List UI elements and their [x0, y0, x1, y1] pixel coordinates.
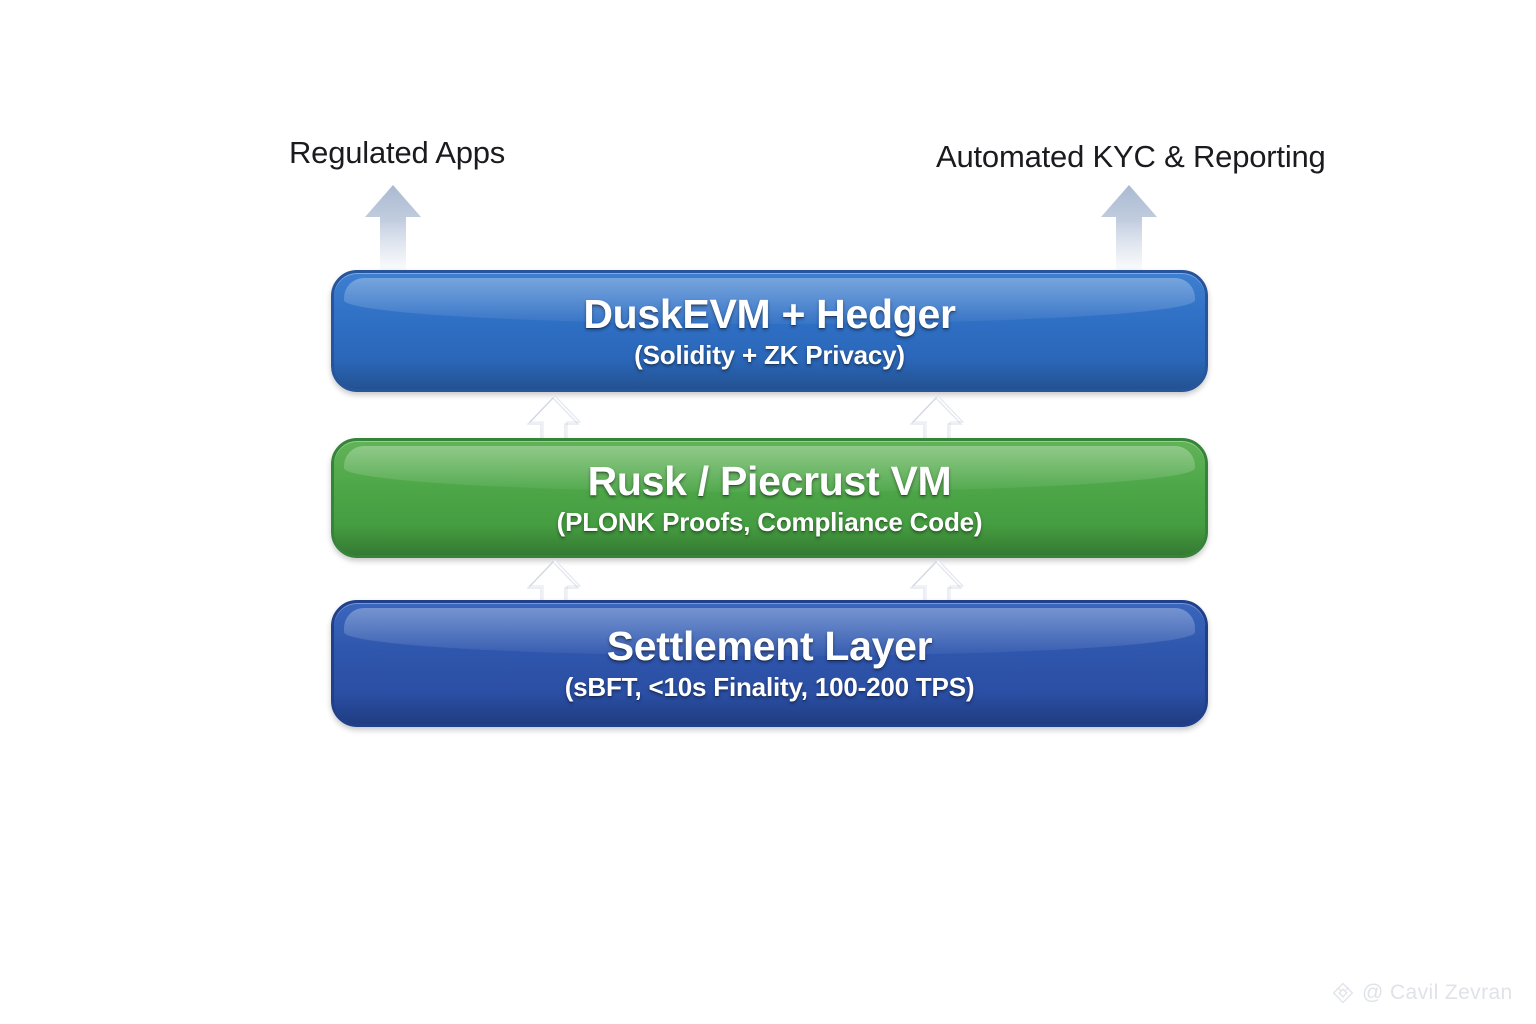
up-arrow-faded-icon-automated-kyc	[1100, 184, 1158, 280]
watermark: @ Cavil Zevran	[1331, 981, 1513, 1005]
layer-title-duskevm: DuskEVM + Hedger	[583, 290, 956, 337]
output-label-regulated-apps: Regulated Apps	[289, 135, 506, 170]
layer-box-rusk[interactable]: Rusk / Piecrust VM (PLONK Proofs, Compli…	[331, 438, 1208, 558]
output-label-automated-kyc: Automated KYC & Reporting	[936, 139, 1326, 174]
layer-box-settlement[interactable]: Settlement Layer (sBFT, <10s Finality, 1…	[331, 600, 1208, 727]
layer-title-rusk: Rusk / Piecrust VM	[587, 457, 952, 504]
diamond-logo-icon	[1332, 982, 1354, 1004]
layer-box-duskevm[interactable]: DuskEVM + Hedger (Solidity + ZK Privacy)	[331, 270, 1208, 392]
layer-subtitle-settlement: (sBFT, <10s Finality, 100-200 TPS)	[564, 672, 975, 703]
layer-subtitle-duskevm: (Solidity + ZK Privacy)	[634, 339, 905, 370]
watermark-text: @ Cavil Zevran	[1362, 981, 1513, 1004]
layer-title-settlement: Settlement Layer	[606, 623, 933, 670]
up-arrow-faded-icon-regulated-apps	[364, 184, 422, 280]
layer-subtitle-rusk: (PLONK Proofs, Compliance Code)	[556, 506, 983, 537]
